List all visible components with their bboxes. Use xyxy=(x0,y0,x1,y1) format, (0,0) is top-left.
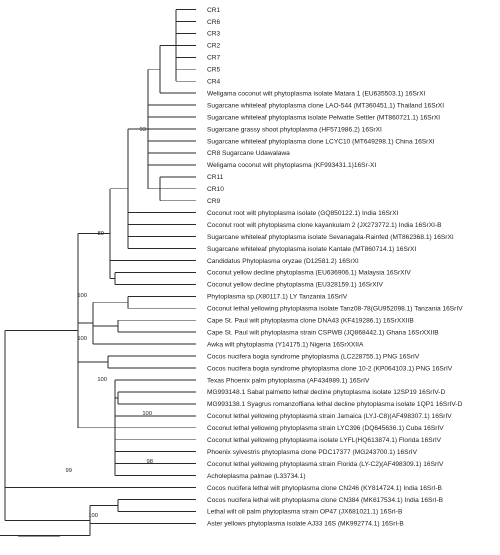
leaf-label: CR1 xyxy=(207,7,221,14)
leaf-label: Sugarcane grassy shoot phytoplasma (HF57… xyxy=(207,126,382,133)
bootstrap-value: 99 xyxy=(66,468,72,474)
leaf-label: Aster yellows phytoplasma isolate AJ33 1… xyxy=(207,521,404,528)
leaf-label: CR2 xyxy=(207,43,221,50)
leaf-label: CR6 xyxy=(207,19,221,26)
tree-bootstrap-labels: 93 89 100 100 100 100 98 99 100 xyxy=(66,127,153,519)
leaf-label: CR11 xyxy=(207,174,224,181)
leaf-label: Coconut yellow decline phytoplasma (EU63… xyxy=(207,270,411,277)
leaf-label: CR7 xyxy=(207,55,221,62)
leaf-label: Sugarcane whiteleaf phytoplasma clone LA… xyxy=(207,102,444,109)
leaf-label: CR10 xyxy=(207,186,224,193)
leaf-label: Coconut lethal yellowing phytoplasma iso… xyxy=(207,306,463,313)
leaf-label: Phoenix sylvestris phytoplasma clone PDC… xyxy=(207,449,418,456)
leaf-label: Phytoplasma sp.(X80117.1) LY Tanzania 16… xyxy=(207,294,348,301)
leaf-label: Coconut lethal yellowing phytoplasma str… xyxy=(207,413,452,420)
leaf-label: Cape St. Paul wilt phytoplasma strain CS… xyxy=(207,329,439,336)
leaf-label: Cocos nucifera bogia syndrome phytoplasm… xyxy=(207,353,420,360)
leaf-label: MG993138.1 Syagrus romanzoffiana lethal … xyxy=(207,401,463,408)
leaf-label: Candidatus Phytoplasma oryzae (D12581.2)… xyxy=(207,258,359,265)
leaf-label: Lethal wilt oil palm phytoplasma strain … xyxy=(207,509,403,516)
leaf-label: CR4 xyxy=(207,79,221,86)
leaf-label: CR5 xyxy=(207,67,221,74)
leaf-label: Weligama coconut wilt phytoplasma isolat… xyxy=(207,90,425,97)
bootstrap-value: 100 xyxy=(77,293,87,299)
leaf-label: Sugarcane whiteleaf phytoplasma isolate … xyxy=(207,234,454,241)
leaf-label: Coconut root wilt phytoplasma isolate (G… xyxy=(207,210,398,217)
leaf-label: Coconut root wilt phytoplasma clone kaya… xyxy=(207,222,442,229)
bootstrap-value: 100 xyxy=(88,513,98,519)
tree-branches xyxy=(0,9,196,536)
bootstrap-value: 100 xyxy=(77,336,87,342)
leaf-label: MG993148.1 Sabal palmetto lethal decline… xyxy=(207,389,445,396)
leaf-label: Acholeplasma palmae (L33734.1) xyxy=(207,473,306,480)
leaf-label: Weligama coconut wilt phytoplasma (KF993… xyxy=(207,162,376,169)
leaf-label: Coconut lethal yellowing phytoplasma str… xyxy=(207,461,444,468)
leaf-label: CR3 xyxy=(207,31,221,38)
leaf-label: Sugarcane whiteleaf phytoplasma isolate … xyxy=(207,114,440,121)
leaf-label: Cocos nucifera lethal wilt phytoplasma c… xyxy=(207,497,444,504)
leaf-label: Coconut lethal yellowing phytoplasma iso… xyxy=(207,437,442,444)
leaf-label: Coconut lethal yellowing phytoplasma str… xyxy=(207,425,444,432)
leaf-label: Sugarcane whiteleaf phytoplasma clone LC… xyxy=(207,138,435,145)
leaf-label: Sugarcane whiteleaf phytoplasma isolate … xyxy=(207,246,416,253)
leaf-label: Awka wilt phytoplasma (Y14175.1) Nigeria… xyxy=(207,341,364,348)
leaf-label: CR9 xyxy=(207,198,221,205)
bootstrap-value: 100 xyxy=(142,411,152,417)
leaf-label: Texas Phoenix palm phytoplasma (AF434989… xyxy=(207,377,370,384)
bootstrap-value: 89 xyxy=(98,231,104,237)
leaf-label: CR8 Sugarcane Udawalawa xyxy=(207,150,290,157)
leaf-label: Cape St. Paul wilt phytoplasma clone DNA… xyxy=(207,318,414,325)
leaf-label: Cocos nucifera bogia syndrome phytoplasm… xyxy=(207,365,453,372)
leaf-label: Cocos nucifera lethal wilt phytoplasma c… xyxy=(207,485,443,492)
leaf-label: Coconut yellow decline phytoplasma (EU32… xyxy=(207,282,384,289)
bootstrap-value: 100 xyxy=(97,377,107,383)
bootstrap-value: 93 xyxy=(140,127,146,133)
bootstrap-value: 98 xyxy=(147,459,153,465)
